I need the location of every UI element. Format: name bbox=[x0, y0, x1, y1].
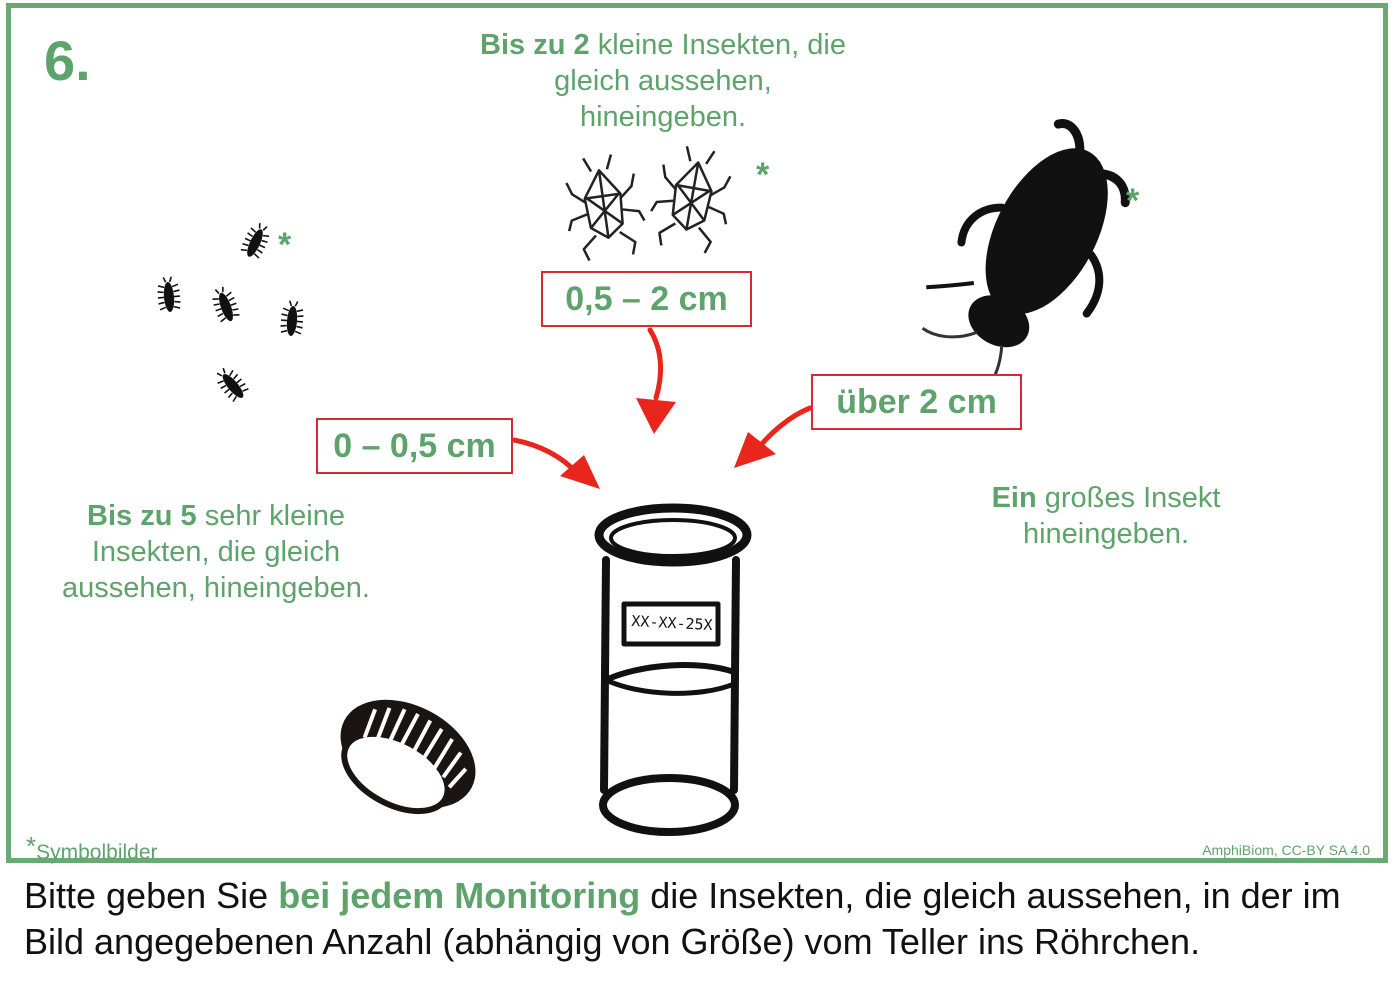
small-text-1: sehr kleine bbox=[204, 500, 345, 532]
symbol-footnote: *Symbolbilder bbox=[26, 827, 158, 865]
large-text-1: großes Insekt bbox=[1044, 482, 1221, 514]
step-number: 6. bbox=[44, 29, 91, 92]
large-insect-description: Ein großes Insekt hineingeben. bbox=[966, 480, 1246, 552]
license-credit: AmphiBiom, CC-BY SA 4.0 bbox=[1202, 842, 1370, 858]
arrow-large-head bbox=[734, 432, 776, 468]
arrow-medium bbox=[647, 327, 664, 401]
medium-count: 2 bbox=[573, 29, 590, 61]
small-text-3: aussehen, hineingeben. bbox=[62, 572, 370, 604]
instruction-part-1: Bitte geben Sie bbox=[24, 875, 269, 916]
sample-tube-icon bbox=[594, 503, 752, 836]
arrow-medium-head bbox=[636, 398, 676, 434]
size-label-large: über 2 cm bbox=[811, 374, 1022, 430]
asterisk-medium: * bbox=[756, 156, 770, 194]
asterisk-large: * bbox=[1126, 182, 1140, 220]
tube-cap-icon bbox=[340, 699, 476, 815]
small-insects-description: Bis zu 5 sehr kleine Insekten, die gleic… bbox=[44, 498, 388, 606]
instruction-highlight: bei jedem Monitoring bbox=[278, 875, 641, 916]
medium-text-3: hineingeben. bbox=[579, 101, 747, 133]
asterisk-small: * bbox=[278, 226, 292, 264]
large-beetle-icon bbox=[921, 119, 1130, 392]
footnote-asterisk: * bbox=[26, 831, 37, 861]
large-bold: Ein bbox=[991, 482, 1037, 514]
medium-insects-description: Bis zu 2 kleine Insekten, die gleich aus… bbox=[448, 27, 878, 135]
size-label-medium: 0,5 – 2 cm bbox=[541, 271, 752, 327]
size-label-small: 0 – 0,5 cm bbox=[316, 418, 513, 474]
medium-text-1: kleine Insekten, die bbox=[597, 29, 846, 61]
small-text-2: Insekten, die gleich bbox=[91, 536, 341, 568]
instruction-part-2: die Insekten, die gleich aussehen, in de… bbox=[24, 875, 1341, 962]
small-bug-icons bbox=[558, 140, 740, 265]
small-count: 5 bbox=[180, 500, 197, 532]
illustration-frame bbox=[6, 3, 1388, 863]
arrow-small-head bbox=[560, 455, 600, 489]
large-text-2: hineingeben. bbox=[1022, 518, 1190, 550]
footnote-text: Symbolbilder bbox=[36, 841, 158, 864]
medium-text-2: gleich aussehen, bbox=[554, 65, 772, 97]
instruction-caption: Bitte geben Sie bei jedem Monitoring die… bbox=[24, 873, 1384, 965]
small-bold: Bis zu bbox=[87, 500, 173, 532]
arrow-large bbox=[757, 405, 813, 449]
medium-bold: Bis zu bbox=[480, 29, 566, 61]
